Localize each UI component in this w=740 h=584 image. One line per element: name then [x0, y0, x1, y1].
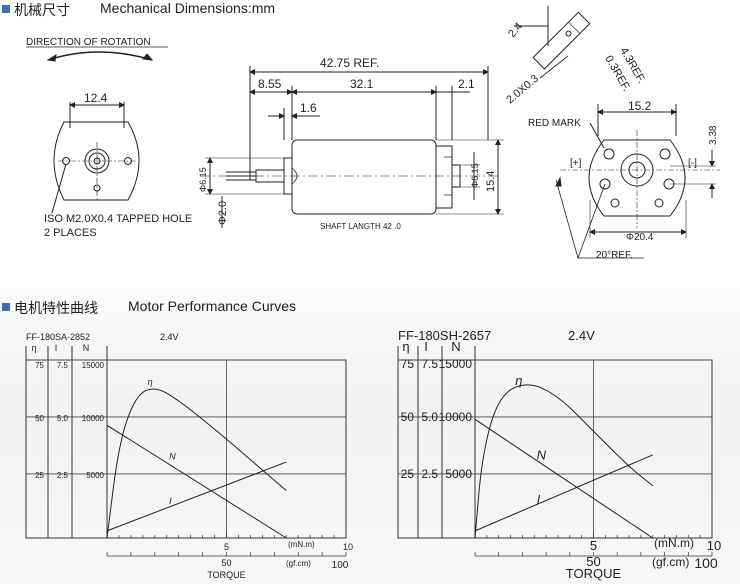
- speed-tick-label: 5000: [86, 471, 104, 480]
- current-tick-label: 2.5: [57, 471, 69, 480]
- chart-frame: [397, 359, 713, 539]
- section2-header: 电机特性曲线 Motor Performance Curves: [0, 298, 740, 320]
- x-tick-label-gfcm: 50: [221, 558, 231, 568]
- eta-tick-label: 25: [401, 467, 415, 481]
- rear-view: RED MARK 15.2 [+] [-] 3.38 Φ20.4 20°REF.: [528, 99, 720, 261]
- axis-symbol: η: [31, 343, 36, 353]
- chart-frame: [25, 359, 347, 539]
- dim-152: 15.2: [628, 99, 652, 113]
- tapped-hole-right: [124, 157, 132, 165]
- chart-voltage-label: 2.4V: [568, 328, 595, 343]
- x-tick-label-gfcm: 50: [586, 554, 600, 569]
- curve-label: I: [537, 492, 541, 507]
- dim-20: Φ2.0: [217, 201, 229, 225]
- axis-symbol: η: [402, 339, 409, 354]
- axis-symbol: N: [83, 343, 90, 353]
- curve-label: I: [169, 496, 172, 506]
- speed-tick-label: 5000: [445, 467, 472, 481]
- speed-tick-label: 10000: [82, 414, 105, 423]
- curve-speed: [106, 424, 287, 539]
- section1-title-cn: 机械尺寸: [14, 2, 70, 18]
- current-tick-label: 5.0: [421, 410, 438, 424]
- direction-label: DIRECTION OF ROTATION: [26, 37, 151, 48]
- rotation-arrow: [47, 51, 153, 61]
- x-axis-label: TORQUE: [566, 566, 622, 581]
- dim-321: 32.1: [350, 77, 374, 91]
- x-tick-label: 10: [707, 538, 721, 553]
- dim-338: 3.38: [708, 125, 719, 145]
- section1-title-en: Mechanical Dimensions:mm: [100, 0, 276, 16]
- x-tick-label: 10: [343, 542, 353, 552]
- curve-current: [106, 461, 287, 532]
- x-tick-label-gfcm: 100: [694, 555, 718, 571]
- curve-label: N: [169, 452, 176, 462]
- dim-615-right: Φ6.15: [470, 163, 480, 188]
- axis-symbol: I: [55, 343, 58, 353]
- dim-615-left: Φ6.15: [198, 167, 208, 192]
- speed-tick-label: 10000: [439, 410, 473, 424]
- red-mark-label: RED MARK: [528, 118, 581, 129]
- curve-label: η: [515, 373, 522, 388]
- dim-21: 2.1: [458, 77, 475, 91]
- x-tick-label-gfcm: 100: [332, 560, 349, 571]
- x-unit-gfcm: (gf.cm): [286, 559, 311, 568]
- chart-model-label: FF-180SA-2852: [26, 332, 90, 342]
- chart-model-label: FF-180SH-2657: [398, 328, 491, 343]
- dim-855: 8.55: [258, 77, 282, 91]
- current-tick-label: 7.5: [421, 357, 438, 371]
- rear-body-outline: [588, 139, 686, 217]
- motor-body: [291, 139, 437, 215]
- total-length-dim: 42.75 REF.: [320, 56, 379, 70]
- x-unit-mnm: (mN.m): [288, 540, 315, 549]
- dim-204: Φ20.4: [626, 232, 654, 243]
- front-body-outline: [53, 121, 140, 201]
- front-width-dim: 12.4: [84, 91, 108, 105]
- curve-current: [474, 454, 653, 532]
- eta-tick-label: 75: [401, 357, 415, 371]
- hole-note-2: 2 PLACES: [44, 227, 97, 239]
- curve-efficiency: [474, 384, 654, 539]
- dim-20x03: 2.0X0.3: [504, 73, 541, 107]
- front-view: DIRECTION OF ROTATION 12.4 ISO M2.0X0.4 …: [26, 37, 192, 239]
- x-tick-label: 5: [590, 538, 597, 553]
- eta-tick-label: 75: [35, 361, 44, 370]
- section1-bullet-icon: [2, 5, 10, 13]
- section2-bullet-icon: [2, 303, 10, 311]
- dim-24: 2.4: [506, 20, 525, 39]
- section2-title-en: Motor Performance Curves: [128, 298, 297, 314]
- angle-label: 20°REF.: [596, 250, 633, 261]
- section2-title-cn: 电机特性曲线: [14, 300, 98, 316]
- section1-header: 机械尺寸 Mechanical Dimensions:mm: [0, 0, 740, 22]
- axis-symbol: I: [424, 339, 428, 354]
- eta-tick-label: 50: [401, 410, 415, 424]
- chart-voltage-label: 2.4V: [160, 332, 179, 342]
- terminal-detail: 2.4 4.3REF. 0.3REF. 2.0X0.3: [504, 6, 647, 106]
- side-view: 42.75 REF. 8.55 32.1 2.1 1.6 Φ6.15: [198, 56, 504, 231]
- eta-tick-label: 50: [35, 414, 44, 423]
- x-tick-label: 5: [224, 542, 229, 552]
- x-unit-mnm: (mN.m): [654, 536, 694, 550]
- curve-label: η: [148, 377, 153, 387]
- current-tick-label: 5.0: [57, 414, 69, 423]
- x-axis-label: TORQUE: [207, 570, 245, 580]
- current-tick-label: 2.5: [421, 467, 438, 481]
- minus-terminal-label: [-]: [688, 158, 697, 169]
- axis-symbol: N: [451, 339, 460, 354]
- hole-note-1: ISO M2.0X0.4 TAPPED HOLE: [44, 213, 192, 225]
- curve-speed: [474, 418, 654, 539]
- plus-terminal-label: [+]: [570, 158, 582, 169]
- speed-tick-label: 15000: [82, 361, 105, 370]
- current-tick-label: 7.5: [57, 361, 69, 370]
- curve-efficiency: [106, 388, 287, 539]
- speed-tick-label: 15000: [439, 357, 473, 371]
- dim-154: 15.4: [485, 171, 497, 192]
- eta-tick-label: 25: [35, 471, 44, 480]
- x-unit-gfcm: (gf.cm): [652, 555, 689, 569]
- dim-16: 1.6: [300, 101, 317, 115]
- curve-label: N: [537, 448, 547, 463]
- shaft-length-note: SHAFT LANGTH 42 .0: [320, 222, 401, 231]
